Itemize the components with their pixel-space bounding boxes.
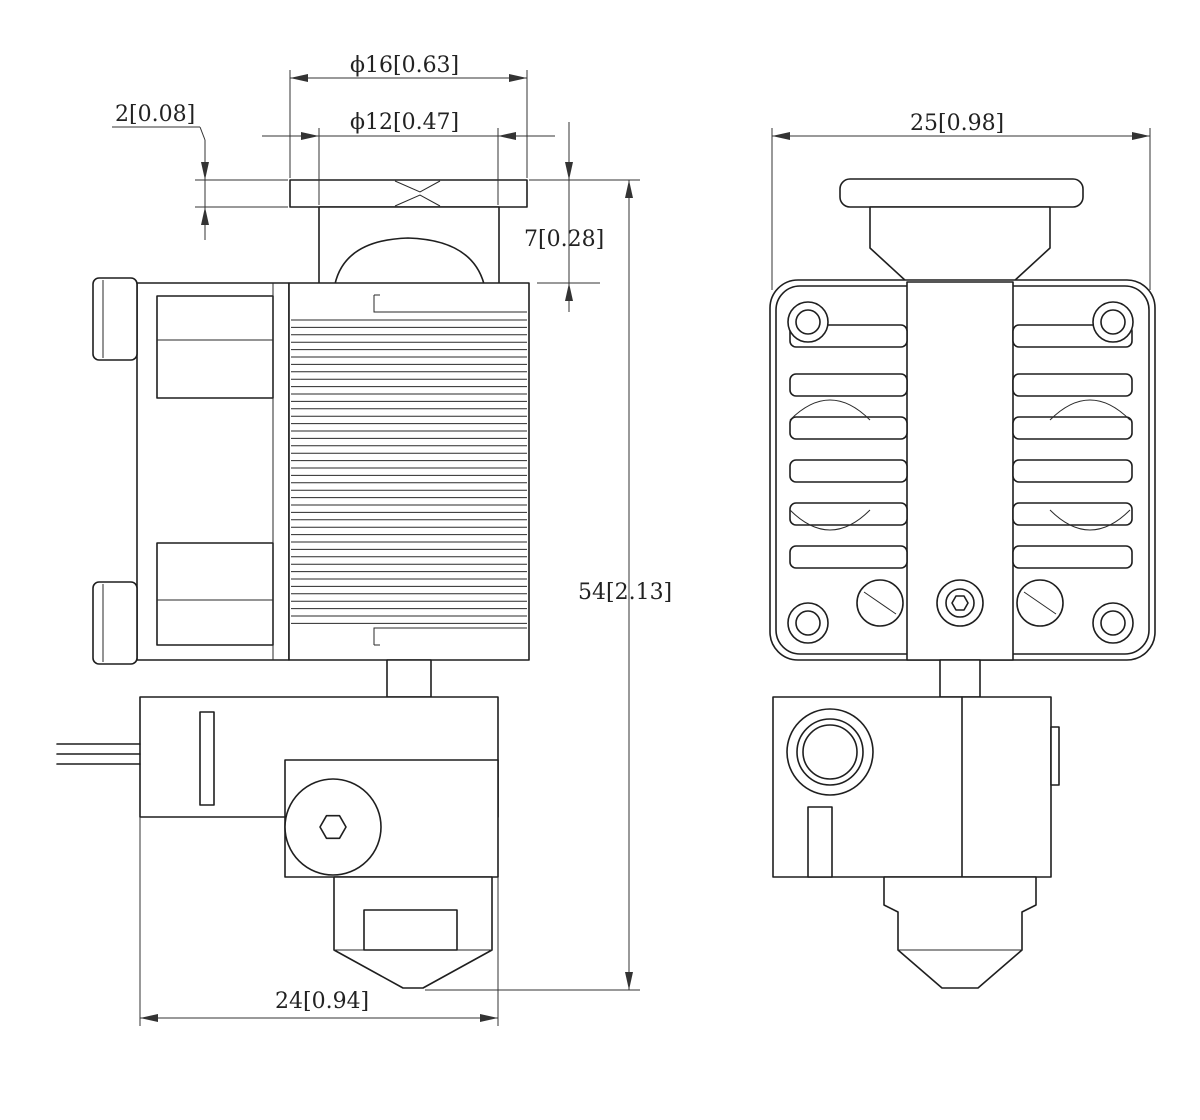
side-view xyxy=(56,179,530,989)
front-nozzle xyxy=(883,876,1037,989)
front-fin-slot xyxy=(789,459,908,483)
front-view xyxy=(769,178,1156,989)
dim-label-dia-outer: ϕ16[0.63] xyxy=(350,53,459,78)
dim-label-side-width: 24[0.94] xyxy=(275,989,369,1014)
front-fin-slot xyxy=(1012,545,1133,569)
front-corner-holes xyxy=(787,301,1134,644)
front-fin-slot xyxy=(789,502,908,526)
front-fin-slot xyxy=(789,416,908,440)
dim-label-plate-thickness: 2[0.08] xyxy=(115,102,195,127)
front-heatbreak xyxy=(939,659,981,698)
side-screw-top xyxy=(92,277,138,361)
front-fin-slot xyxy=(1012,373,1133,397)
side-mount-plate xyxy=(289,179,528,208)
dim-label-neck-height: 7[0.28] xyxy=(524,227,604,252)
front-mount-plate xyxy=(839,178,1084,208)
front-fin-slot xyxy=(1012,502,1133,526)
front-fin-slot xyxy=(1012,416,1133,440)
dimension-lines xyxy=(112,70,1151,1026)
side-heatsink xyxy=(288,282,530,661)
dimension-labels: ϕ16[0.63] ϕ12[0.47] 2[0.08] 7[0.28] 54[2… xyxy=(115,53,1004,1014)
front-fin-slot xyxy=(1012,459,1133,483)
side-screw-bottom xyxy=(92,581,138,665)
front-fin-slot xyxy=(789,373,908,397)
dim-label-total-height: 54[2.13] xyxy=(578,580,672,605)
front-fin-slot xyxy=(789,545,908,569)
dim-label-front-width: 25[0.98] xyxy=(910,111,1004,136)
dim-label-dia-inner: ϕ12[0.47] xyxy=(350,110,459,135)
side-dome xyxy=(334,237,485,285)
side-heatbreak xyxy=(386,659,432,698)
